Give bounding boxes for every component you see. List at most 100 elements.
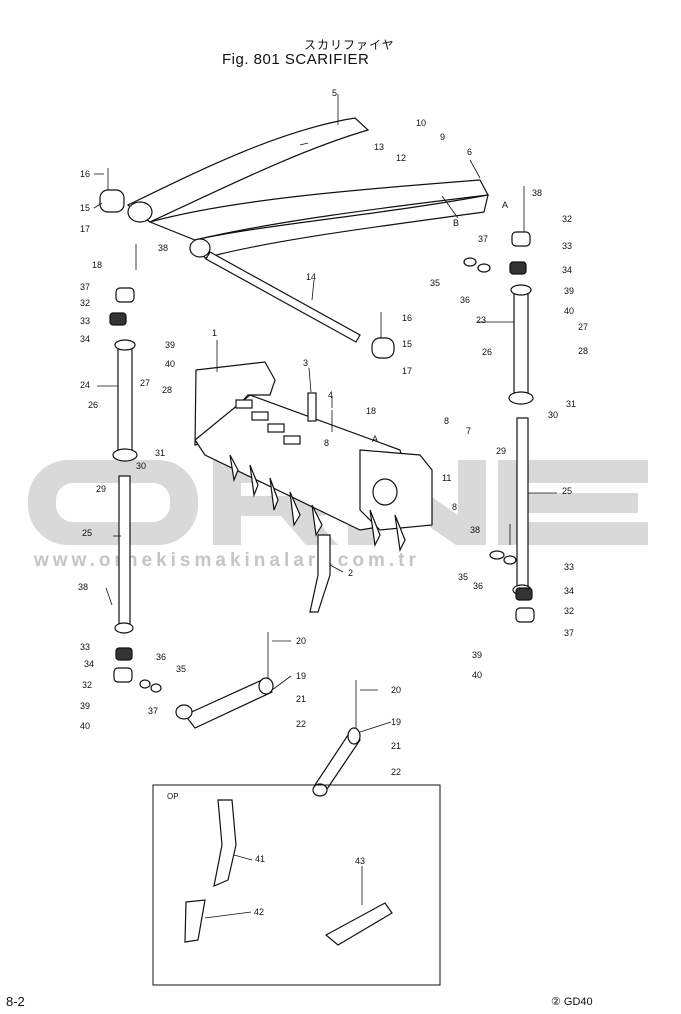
callout: 15: [402, 339, 412, 349]
figure-title: Fig. 801 SCARIFIER: [222, 51, 370, 68]
callout: 35: [176, 664, 186, 674]
callout: 37: [478, 234, 488, 244]
callout: 35: [430, 278, 440, 288]
seal-rings: [139, 257, 517, 693]
callout: 33: [80, 316, 90, 326]
right-lift-tubes: [508, 284, 534, 596]
lift-levers: [175, 677, 361, 797]
callout: 4: [328, 390, 333, 400]
callout: 43: [355, 856, 365, 866]
callout: 32: [80, 298, 90, 308]
callout: 37: [80, 282, 90, 292]
callout: 1: [212, 328, 217, 338]
callout: 11: [442, 473, 451, 483]
callout: 27: [140, 378, 150, 388]
callout: 5: [332, 88, 337, 98]
callout: 18: [92, 260, 102, 270]
callout: 21: [391, 741, 401, 751]
callout: 8: [324, 438, 329, 448]
callout: A: [372, 434, 378, 444]
callout: 31: [566, 399, 576, 409]
callout: 42: [254, 907, 264, 917]
callout: 20: [296, 636, 306, 646]
clamp-groups: [109, 231, 535, 683]
callout: A: [502, 200, 508, 210]
callout: 16: [80, 169, 90, 179]
bushings: [99, 189, 395, 359]
callout: 38: [158, 243, 168, 253]
callout: 35: [458, 572, 468, 582]
callout: 21: [296, 694, 306, 704]
callout: 33: [564, 562, 574, 572]
callout: 38: [78, 582, 88, 592]
bolts: [105, 168, 525, 728]
cross-shaft: [205, 251, 361, 343]
callout: 30: [136, 461, 146, 471]
callout: 19: [391, 717, 401, 727]
document-code: ② GD40: [551, 996, 593, 1008]
callout: 40: [80, 721, 90, 731]
callout: 14: [306, 272, 316, 282]
callout: 13: [374, 142, 384, 152]
callout: 12: [396, 153, 406, 163]
callout: 24: [80, 380, 90, 390]
callout: 10: [416, 118, 426, 128]
option-parts-box: OP: [152, 784, 441, 986]
callout: 3: [303, 358, 308, 368]
callout: 34: [564, 586, 574, 596]
callout: 37: [148, 706, 158, 716]
callout: 31: [155, 448, 165, 458]
callout: 33: [562, 241, 572, 251]
callout: 39: [564, 286, 574, 296]
callout-numbers: 5 10 9 13 12 6 B A 14 16 15 17 18 38 37 …: [78, 88, 588, 917]
callout: 33: [80, 642, 90, 652]
leader-lines: [93, 94, 557, 919]
scarifier-teeth-row: [229, 454, 406, 552]
callout: 7: [466, 426, 471, 436]
drawbar-frame: [126, 117, 489, 259]
callout: 30: [548, 410, 558, 420]
scarifier-tooth: [309, 534, 331, 613]
callout: 23: [476, 315, 486, 325]
callout: 28: [578, 346, 588, 356]
callout: 18: [366, 406, 376, 416]
callout: 34: [80, 334, 90, 344]
callout: 17: [80, 224, 90, 234]
callout: 36: [473, 581, 483, 591]
callout: 20: [391, 685, 401, 695]
callout: 15: [80, 203, 90, 213]
callout: 27: [578, 322, 588, 332]
callout: 39: [80, 701, 90, 711]
callout: 6: [467, 147, 472, 157]
option-box-label: OP: [167, 792, 179, 801]
callout: 26: [88, 400, 98, 410]
callout: 22: [296, 719, 306, 729]
callout: 39: [472, 650, 482, 660]
callout: 32: [564, 606, 574, 616]
callout: 8: [444, 416, 449, 426]
callout: 2: [348, 568, 353, 578]
callout: 26: [482, 347, 492, 357]
callout: 36: [460, 295, 470, 305]
scarifier-frame: [194, 361, 433, 531]
callout: 34: [562, 265, 572, 275]
callout: 38: [532, 188, 542, 198]
callout: 40: [472, 670, 482, 680]
callout: 38: [470, 525, 480, 535]
pin-3: [307, 392, 317, 422]
callout: 28: [162, 385, 172, 395]
callout: 32: [562, 214, 572, 224]
callout: 8: [452, 502, 457, 512]
callout: 37: [564, 628, 574, 638]
callout: 32: [82, 680, 92, 690]
callout: 16: [402, 313, 412, 323]
callout: 25: [82, 528, 92, 538]
page-number: 8-2: [6, 994, 25, 1009]
callout: 41: [255, 854, 265, 864]
callout: 25: [562, 486, 572, 496]
callout: 22: [391, 767, 401, 777]
callout: 36: [156, 652, 166, 662]
callout: 34: [84, 659, 94, 669]
